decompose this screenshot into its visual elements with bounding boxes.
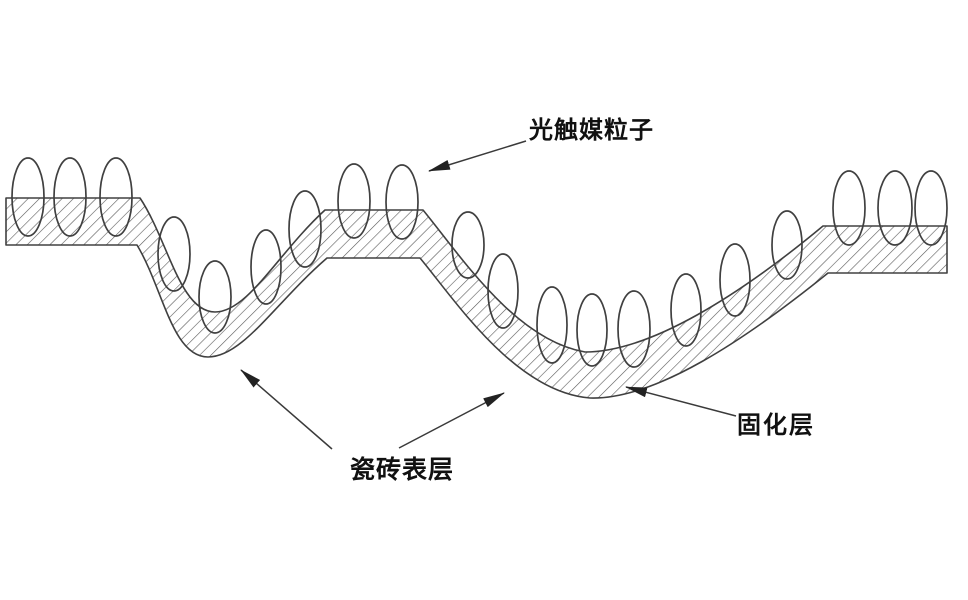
- arrow-photocatalyst-particles: [428, 140, 527, 172]
- leader-arrows-group: [240, 140, 737, 450]
- photocatalyst-particle: [99, 157, 133, 237]
- photocatalyst-particle: [250, 229, 282, 305]
- photocatalyst-particle: [576, 293, 608, 367]
- photocatalyst-particle: [11, 157, 45, 237]
- photocatalyst-particle: [451, 211, 485, 279]
- photocatalyst-particle: [877, 170, 913, 246]
- arrow-cured-layer: [625, 386, 737, 417]
- photocatalyst-particle: [832, 170, 866, 246]
- photocatalyst-particle: [670, 273, 702, 347]
- hatched-layer-band: [5, 197, 948, 399]
- photocatalyst-particle: [157, 216, 191, 292]
- photocatalyst-particle: [337, 163, 371, 239]
- photocatalyst-particle: [288, 190, 322, 268]
- photocatalyst-particle: [53, 157, 87, 237]
- label-cured-layer: 固化层: [737, 411, 815, 439]
- label-tile-surface-layer: 瓷砖表层: [350, 455, 455, 484]
- photocatalyst-particle: [914, 170, 948, 246]
- photocatalyst-particle: [719, 243, 751, 317]
- label-photocatalyst-particles: 光触媒粒子: [529, 116, 654, 144]
- photocatalyst-particle: [771, 210, 803, 280]
- arrow-tile-surface-left: [240, 369, 333, 450]
- photocatalyst-particle: [487, 253, 519, 329]
- photocatalyst-particle: [536, 286, 568, 364]
- arrow-tile-surface-right: [398, 392, 505, 449]
- photocatalyst-particles-group: [11, 157, 948, 368]
- photocatalyst-particle: [385, 164, 419, 240]
- photocatalyst-particle: [617, 290, 651, 368]
- photocatalyst-particle: [198, 260, 232, 334]
